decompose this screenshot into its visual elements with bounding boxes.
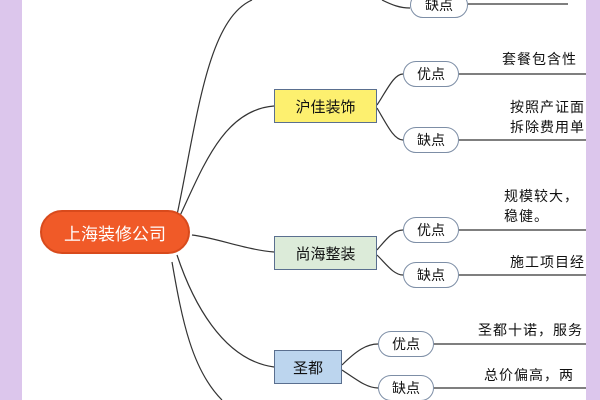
link-root-bottom	[171, 261, 223, 400]
top-cons-pill[interactable]: 缺点	[410, 0, 468, 18]
shengdu-cons-text: 总价偏高，两	[484, 368, 574, 384]
hujia-cons-text: 按照产证面 拆除费用单	[510, 100, 585, 136]
shengdu-pros-pill[interactable]: 优点	[378, 331, 434, 357]
shanghai-pros-pill[interactable]: 优点	[403, 217, 459, 243]
link-root-top	[176, 0, 253, 216]
link-root-shanghai	[191, 234, 275, 253]
hujia-pros-pill[interactable]: 优点	[403, 61, 459, 87]
link-root-shengdu	[176, 254, 275, 368]
shanghai-cons-text: 施工项目经	[510, 255, 585, 271]
root-node[interactable]: 上海装修公司	[40, 210, 190, 254]
branch-hujia[interactable]: 沪佳装饰	[274, 89, 377, 123]
link-sd-pros	[341, 343, 379, 366]
root-label: 上海装修公司	[64, 224, 166, 245]
branch-shanghai-zhengzhuang[interactable]: 尚海整装	[274, 236, 377, 270]
link-hujia-cons	[376, 107, 404, 141]
hujia-pros-text: 套餐包含性	[502, 52, 577, 68]
right-frame-border	[586, 0, 600, 400]
link-sd-cons	[341, 369, 379, 389]
link-sh-cons	[376, 254, 404, 276]
shengdu-cons-pill[interactable]: 缺点	[378, 375, 434, 400]
left-frame-border	[0, 0, 22, 400]
branch-hujia-label: 沪佳装饰	[295, 97, 356, 116]
shengdu-pros-text: 圣都十诺，服务	[478, 323, 583, 339]
hujia-cons-pill[interactable]: 缺点	[403, 127, 459, 153]
shanghai-pros-text: 规模较大， 稳健。	[504, 189, 579, 225]
shanghai-cons-pill[interactable]: 缺点	[403, 262, 459, 288]
link-hujia-pros	[376, 73, 404, 106]
link-sh-pros	[376, 229, 404, 251]
mind-map-canvas: 上海装修公司 缺点 沪佳装饰 优点 缺点 套餐包含性 按照产证面 拆除费用单 尚…	[22, 0, 586, 400]
branch-shengdu[interactable]: 圣都	[274, 350, 342, 384]
branch-shanghai-label: 尚海整装	[295, 244, 356, 263]
link-root-hujia	[176, 105, 275, 223]
branch-shengdu-label: 圣都	[292, 358, 323, 377]
connector-lines	[171, 0, 586, 400]
link-top-cons	[381, 0, 411, 9]
